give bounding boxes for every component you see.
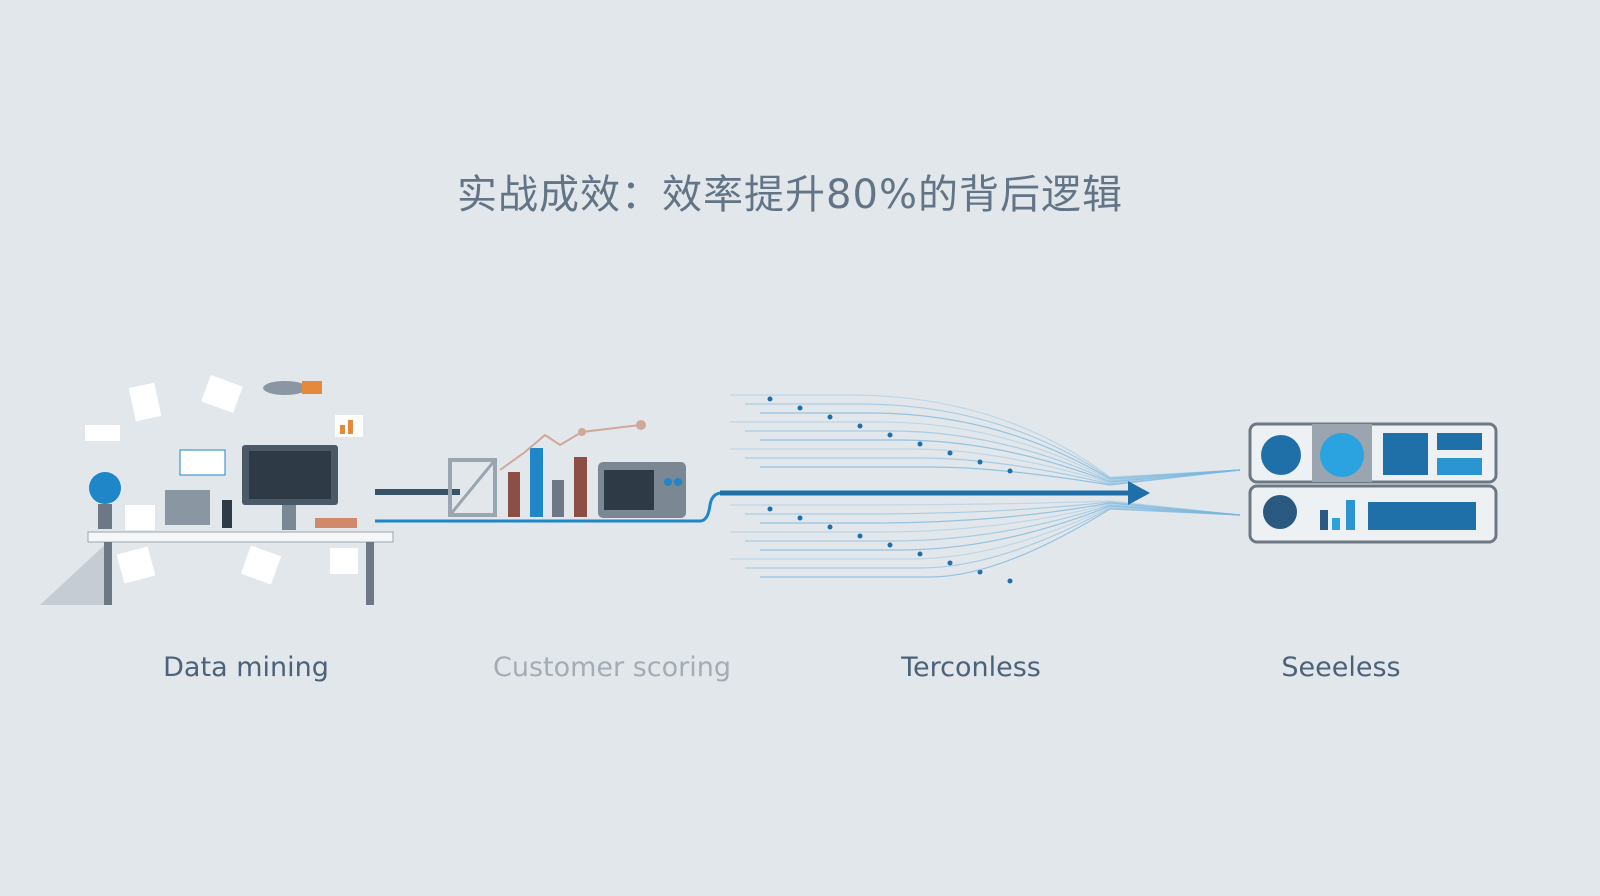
- monitor-icon: [242, 445, 338, 530]
- slide-title: 实战成效：效率提升80%的背后逻辑: [457, 172, 1123, 218]
- network-line: [745, 501, 1241, 516]
- network-line: [745, 430, 1241, 482]
- network-node: [977, 569, 983, 575]
- network-node: [767, 396, 773, 402]
- gear-icon: [1261, 435, 1301, 475]
- data-flow-network: [730, 394, 1241, 584]
- messy-desk-illustration: [40, 375, 394, 605]
- paper-icon: [85, 425, 120, 441]
- network-node: [797, 515, 803, 521]
- network-node: [887, 542, 893, 548]
- network-line: [730, 448, 1241, 484]
- network-node: [947, 560, 953, 566]
- stage-label-seeeless: Seeeless: [1281, 652, 1401, 683]
- network-node: [827, 524, 833, 530]
- network-node: [1007, 578, 1013, 584]
- network-line: [745, 507, 1241, 569]
- flow-arrow: [720, 481, 1150, 505]
- network-node: [917, 551, 923, 557]
- network-line: [745, 403, 1241, 479]
- network-line: [745, 457, 1241, 485]
- network-line: [730, 503, 1241, 533]
- stage-label-terconless: Terconless: [901, 652, 1041, 683]
- network-line: [760, 505, 1241, 551]
- network-node: [887, 432, 893, 438]
- network-line: [730, 421, 1241, 481]
- stage-label-customer-scoring: Customer scoring: [492, 652, 732, 683]
- network-node: [917, 441, 923, 447]
- network-node: [797, 405, 803, 411]
- network-node: [977, 459, 983, 465]
- paper-icon: [128, 382, 162, 422]
- network-line: [745, 504, 1241, 542]
- gear-icon: [1320, 433, 1364, 477]
- network-node: [767, 506, 773, 512]
- network-node: [947, 450, 953, 456]
- network-line: [760, 502, 1241, 524]
- dashboard-illustration: [1248, 422, 1498, 544]
- pie-chart-icon: [1263, 495, 1297, 529]
- network-node: [857, 533, 863, 539]
- network-line: [730, 500, 1241, 516]
- network-line: [730, 506, 1241, 560]
- network-line: [760, 412, 1241, 480]
- network-node: [1007, 468, 1013, 474]
- scoring-chart-illustration: [448, 420, 686, 518]
- network-node: [857, 423, 863, 429]
- network-line: [730, 394, 1241, 478]
- network-line: [760, 508, 1241, 578]
- network-node: [827, 414, 833, 420]
- globe-icon: [89, 472, 121, 504]
- stage-label-data-mining: Data mining: [163, 652, 329, 683]
- network-line: [760, 439, 1241, 483]
